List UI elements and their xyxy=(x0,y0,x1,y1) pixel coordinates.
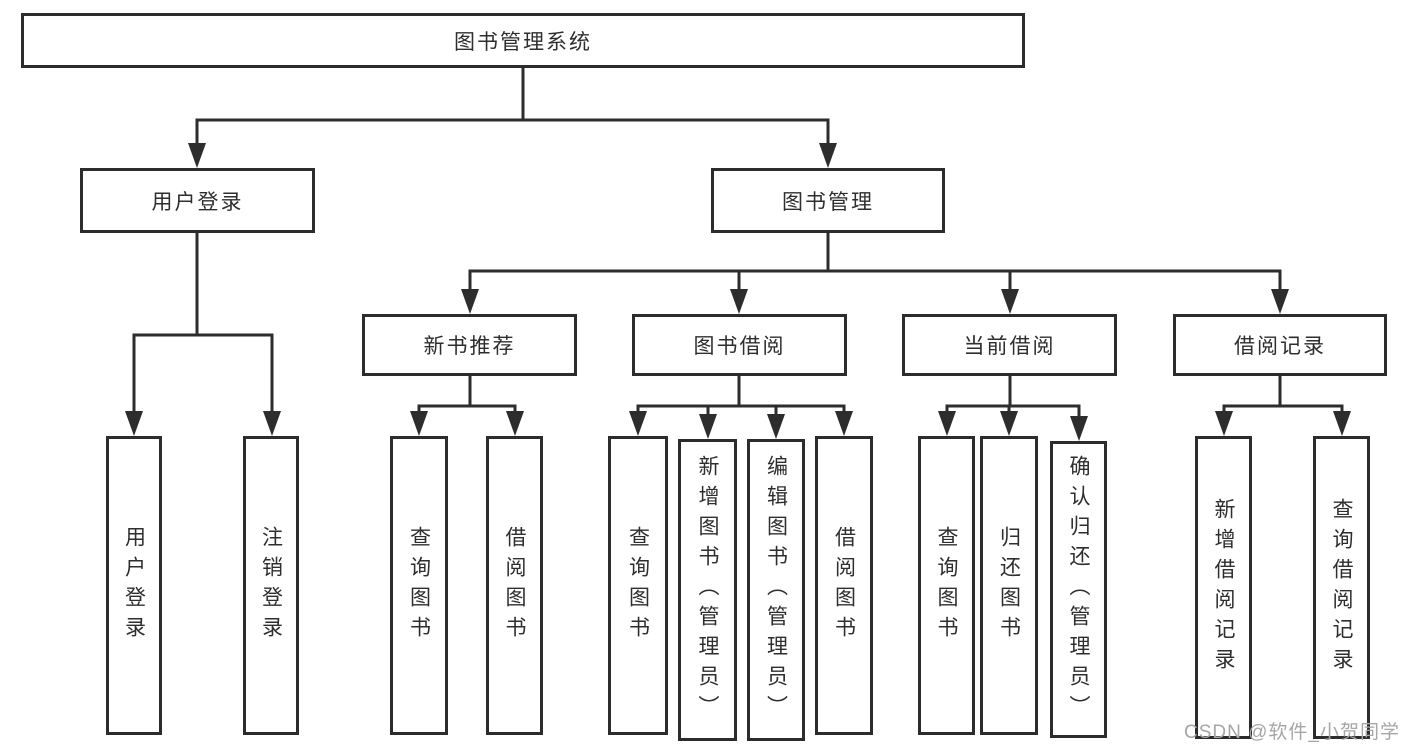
node-user-login: 用户登录 xyxy=(80,168,315,233)
node-new-book-recommend: 新书推荐 xyxy=(362,314,577,376)
connector-book-borrowing-to-leaves xyxy=(629,376,853,439)
connector-user-login-to-leaves xyxy=(125,233,281,436)
connector-current-borrowing-to-leaves xyxy=(938,376,1088,441)
leaf-confirm-return-admin: 确认归还（管理员） xyxy=(1050,441,1107,738)
node-current-borrowing: 当前借阅 xyxy=(902,314,1117,376)
node-borrowing-records: 借阅记录 xyxy=(1173,314,1387,376)
leaf-add-book-admin: 新增图书（管理员） xyxy=(678,439,737,741)
connector-book-mgmt-to-level3 xyxy=(461,233,1289,314)
leaf-logout: 注销登录 xyxy=(243,436,299,735)
leaf-query-books-1: 查询图书 xyxy=(390,436,448,735)
leaf-edit-book-admin: 编辑图书（管理员） xyxy=(747,439,805,741)
leaf-return-books: 归还图书 xyxy=(980,436,1038,735)
leaf-borrow-books-2: 借阅图书 xyxy=(815,436,873,735)
leaf-query-books-2: 查询图书 xyxy=(608,436,668,735)
node-book-borrowing: 图书借阅 xyxy=(632,314,847,376)
node-library-system: 图书管理系统 xyxy=(21,13,1025,68)
leaf-borrow-books-1: 借阅图书 xyxy=(486,436,543,735)
connector-root-to-level2 xyxy=(188,66,837,168)
watermark-text: CSDN @软件_小贺同学 xyxy=(1184,722,1400,743)
node-book-management: 图书管理 xyxy=(711,168,945,233)
leaf-user-login: 用户登录 xyxy=(106,436,162,735)
leaf-add-borrow-record: 新增借阅记录 xyxy=(1195,436,1252,739)
leaf-query-borrow-record: 查询借阅记录 xyxy=(1313,436,1370,739)
connector-borrowing-records-to-leaves xyxy=(1215,376,1351,436)
connector-new-book-rec-to-leaves xyxy=(410,376,524,436)
leaf-query-books-3: 查询图书 xyxy=(918,436,975,735)
